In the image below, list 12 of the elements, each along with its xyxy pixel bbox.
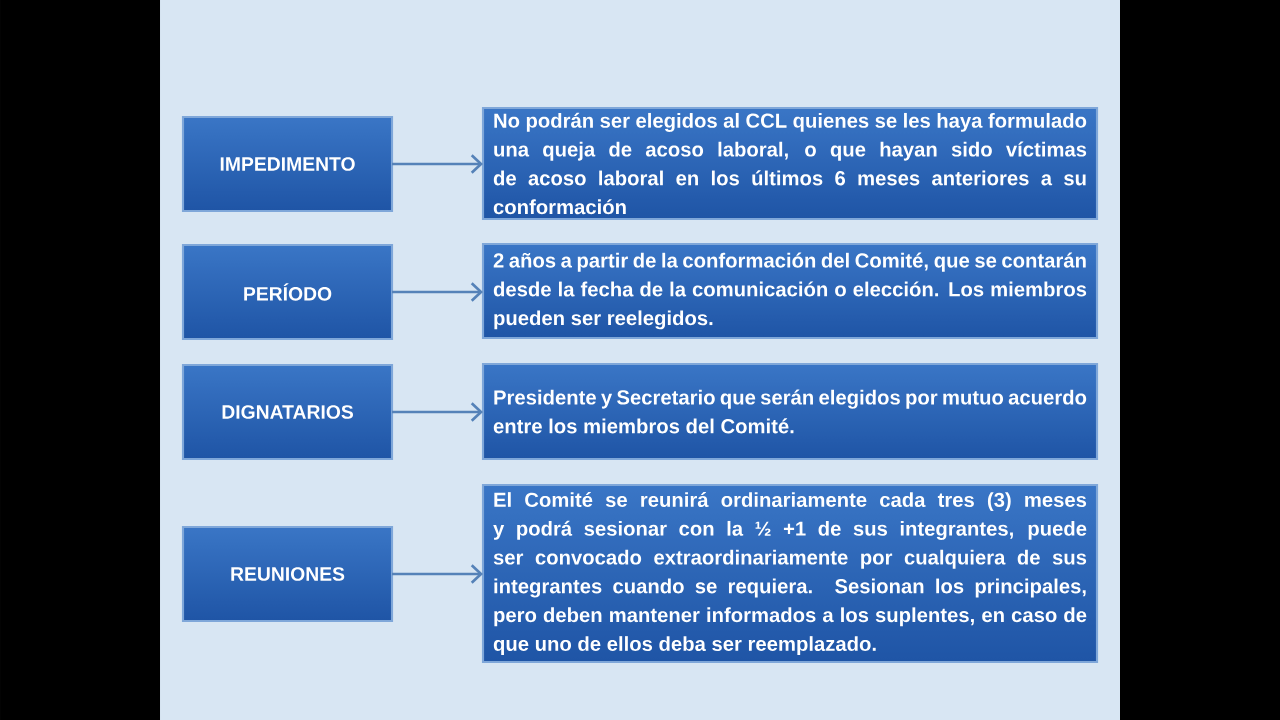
description-box: 2 años a partir de la conformación del Comité, que se contarán desde la fecha de la comunicación o elección. Los miembros pueden ser reelegidos. [481,242,1099,340]
description-box: Presidente y Secretario que serán elegidos por mutuo acuerdo entre los miembros del Comité. [481,362,1099,461]
arrow [392,154,483,174]
arrow [392,564,483,584]
description-box: No podrán ser elegidos al CCL quienes se les haya formulado una queja de acoso laboral, o que hayan sido víctimas de acoso laboral en los últimos 6 meses anteriores a su conformación [481,106,1099,221]
description-box: El Comité se reunirá ordinariamente cada tres (3) meses y podrá sesionar con la ½ +1 de sus integrantes, puede ser convocado extraordinariamente por cualquiera de sus integrantes cuando se requiera. Sesionan los principales, pero deben mantener informados a los suplentes, en caso de que uno de ellos deba ser reemplazado. [481,483,1099,664]
arrow [392,282,483,302]
heading-box: DIGNATARIOS [181,363,394,461]
heading-box: IMPEDIMENTO [181,115,394,213]
arrow [392,402,483,422]
heading-box: PERÍODO [181,243,394,341]
heading-box: REUNIONES [181,525,394,623]
